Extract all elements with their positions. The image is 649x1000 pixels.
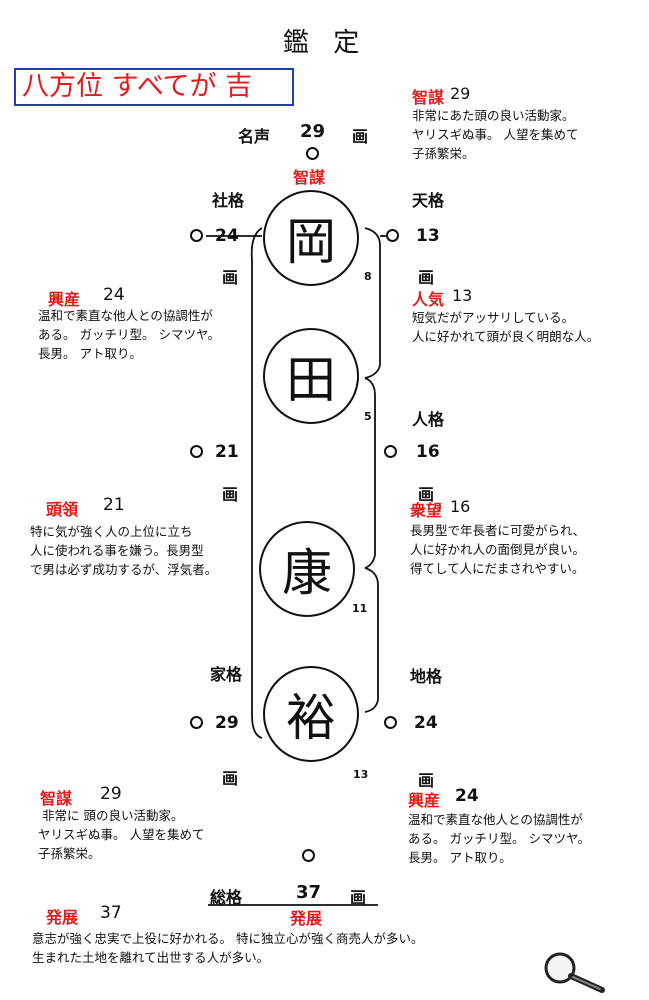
- right1-head: 人気: [412, 290, 445, 309]
- kakaku-value: 29: [215, 713, 239, 733]
- left2-num: 21: [103, 495, 125, 515]
- soukaku-tag: 発展: [290, 909, 323, 928]
- meiseki-label: 名声: [238, 127, 271, 146]
- left-mid-value: 21: [215, 442, 239, 462]
- stroke-count-3: 11: [352, 602, 368, 615]
- soukaku-ring-icon: [302, 849, 315, 862]
- right1-num: 13: [452, 286, 473, 305]
- kakaku-ring-icon: [190, 716, 203, 729]
- right3-head: 興産: [408, 791, 441, 810]
- stroke-count-2: 5: [364, 410, 372, 423]
- banner-all-directions-lucky: 八方位 すべてが 吉: [14, 68, 294, 106]
- jinkaku-label: 人格: [412, 410, 445, 429]
- bottom-num: 37: [100, 903, 122, 923]
- top-right-desc: 非常にあた頭の良い活動家。 ヤリスギぬ事。 人望を集めて 子孫繁栄。: [412, 108, 579, 161]
- soukaku-label: 総格: [210, 888, 243, 907]
- name-char-3: 康: [259, 521, 355, 617]
- right2-desc: 長男型で年長者に可愛がられ、 人に好かれ人の面倒見が良い。 得てして人にだまされ…: [410, 523, 586, 576]
- bottom-head: 発展: [46, 908, 79, 927]
- soukaku-unit: 画: [350, 888, 367, 907]
- jinkaku-ring-icon: [384, 445, 397, 458]
- tenkaku-value: 13: [416, 226, 440, 246]
- name-char-1: 岡: [263, 190, 359, 286]
- shakaku-value: 24: [215, 226, 239, 246]
- name-char-4: 裕: [263, 666, 359, 762]
- left3-num: 29: [100, 784, 122, 804]
- magnifier-icon[interactable]: [540, 950, 612, 994]
- left1-num: 24: [103, 285, 125, 305]
- shakaku-ring-icon: [190, 229, 203, 242]
- left-mid-ring-icon: [190, 445, 203, 458]
- page-title: 鑑 定: [283, 28, 368, 58]
- chikaku-value: 24: [414, 713, 438, 733]
- meiseki-ring-icon: [306, 147, 319, 160]
- right3-desc: 温和で素直な他人との協調性が ある。 ガッチリ型。 シマツヤ。 長男。 アト取り…: [408, 812, 590, 865]
- tenkaku-label: 天格: [412, 191, 445, 210]
- left2-head: 頭領: [46, 500, 79, 519]
- chikaku-ring-icon: [384, 716, 397, 729]
- stroke-count-4: 13: [353, 768, 369, 781]
- left2-desc: 特に気が強く人の上位に立ち 人に使われる事を嫌う。長男型 で男は必ず成功するが、…: [30, 524, 218, 577]
- name-char-2: 田: [263, 328, 359, 424]
- meiseki-unit: 画: [352, 127, 369, 146]
- left3-head: 智謀: [40, 789, 73, 808]
- right3-num: 24: [455, 786, 479, 806]
- chikaku-unit: 画: [418, 771, 435, 790]
- left3-desc: 非常に 頭の良い活動家。 ヤリスギぬ事。 人望を集めて 子孫繁栄。: [38, 808, 205, 861]
- bottom-desc: 意志が強く忠実で上役に好かれる。 特に独立心が強く商売人が多い。 生まれた土地を…: [32, 931, 424, 965]
- right2-head: 衆望: [410, 501, 443, 520]
- right1-desc: 短気だがアッサリしている。 人に好かれて頭が良く明朗な人。: [412, 310, 600, 344]
- top-right-head: 智謀: [412, 88, 445, 107]
- jinkaku-value: 16: [416, 442, 440, 462]
- stroke-count-1: 8: [364, 270, 372, 283]
- left-mid-unit: 画: [222, 485, 239, 504]
- kakaku-unit: 画: [222, 769, 239, 788]
- left1-head: 興産: [48, 290, 81, 309]
- left1-desc: 温和で素直な他人との協調性が ある。 ガッチリ型。 シマツヤ。 長男。 アト取り…: [38, 308, 220, 361]
- soukaku-value: 37: [296, 882, 322, 903]
- tenkaku-unit: 画: [418, 268, 435, 287]
- chikaku-label: 地格: [410, 667, 443, 686]
- kakaku-label: 家格: [210, 665, 243, 684]
- tenkaku-ring-icon: [386, 229, 399, 242]
- jinkaku-unit: 画: [418, 485, 435, 504]
- top-right-num: 29: [450, 84, 471, 103]
- right2-num: 16: [450, 497, 471, 516]
- shakaku-unit: 画: [222, 268, 239, 287]
- meiseki-tag: 智謀: [293, 168, 326, 187]
- shakaku-label: 社格: [212, 191, 245, 210]
- meiseki-value: 29: [300, 121, 326, 142]
